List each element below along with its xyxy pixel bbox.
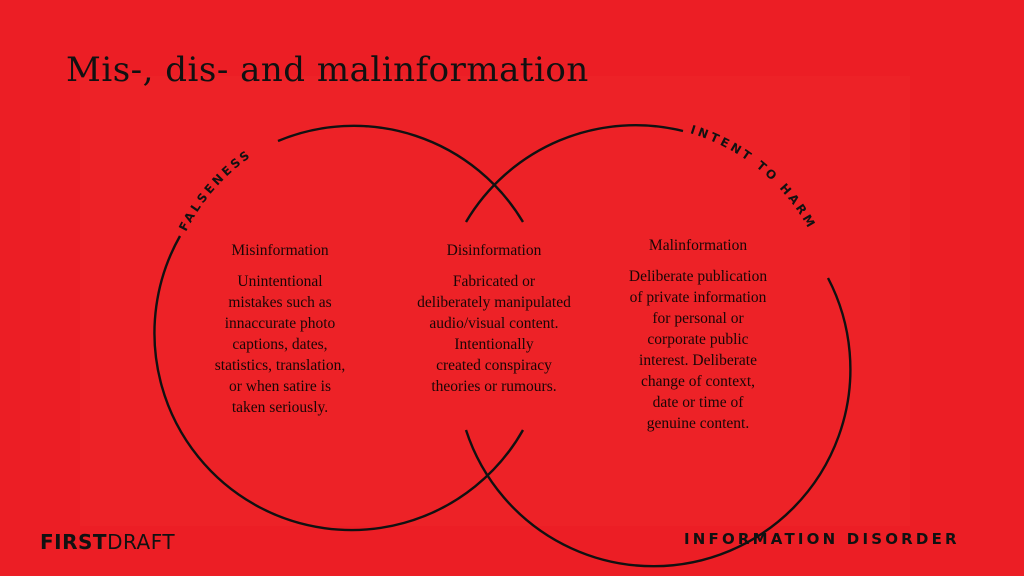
background-panel (80, 76, 910, 526)
malinformation-block: Malinformation Deliberate publication of… (598, 237, 798, 434)
intent-to-harm-label: INTENT TO HARM (689, 123, 819, 233)
malinformation-description: Deliberate publication of private inform… (628, 268, 768, 432)
left-circle-outer-arc (153, 235, 525, 532)
disinformation-description: Fabricated or deliberately manipulated a… (417, 273, 571, 395)
page-title: Mis-, dis- and malinformation (66, 50, 589, 90)
falseness-label: FALSENESS (176, 146, 254, 233)
right-circle-top-arc (464, 124, 684, 223)
disinformation-heading: Disinformation (446, 242, 542, 259)
malinformation-heading: Malinformation (648, 237, 748, 254)
left-circle-top-arc (277, 124, 525, 223)
firstdraft-logo: FIRSTDRAFT (40, 530, 176, 554)
misinformation-heading: Misinformation (231, 242, 329, 259)
misinformation-description: Unintentional mistakes such as innaccura… (214, 273, 346, 416)
disinformation-block: Disinformation Fabricated or deliberatel… (388, 242, 600, 397)
misinformation-block: Misinformation Unintentional mistakes su… (190, 242, 370, 418)
right-circle-outer-arc (464, 277, 852, 568)
information-disorder-tagline: INFORMATION DISORDER (684, 530, 960, 548)
